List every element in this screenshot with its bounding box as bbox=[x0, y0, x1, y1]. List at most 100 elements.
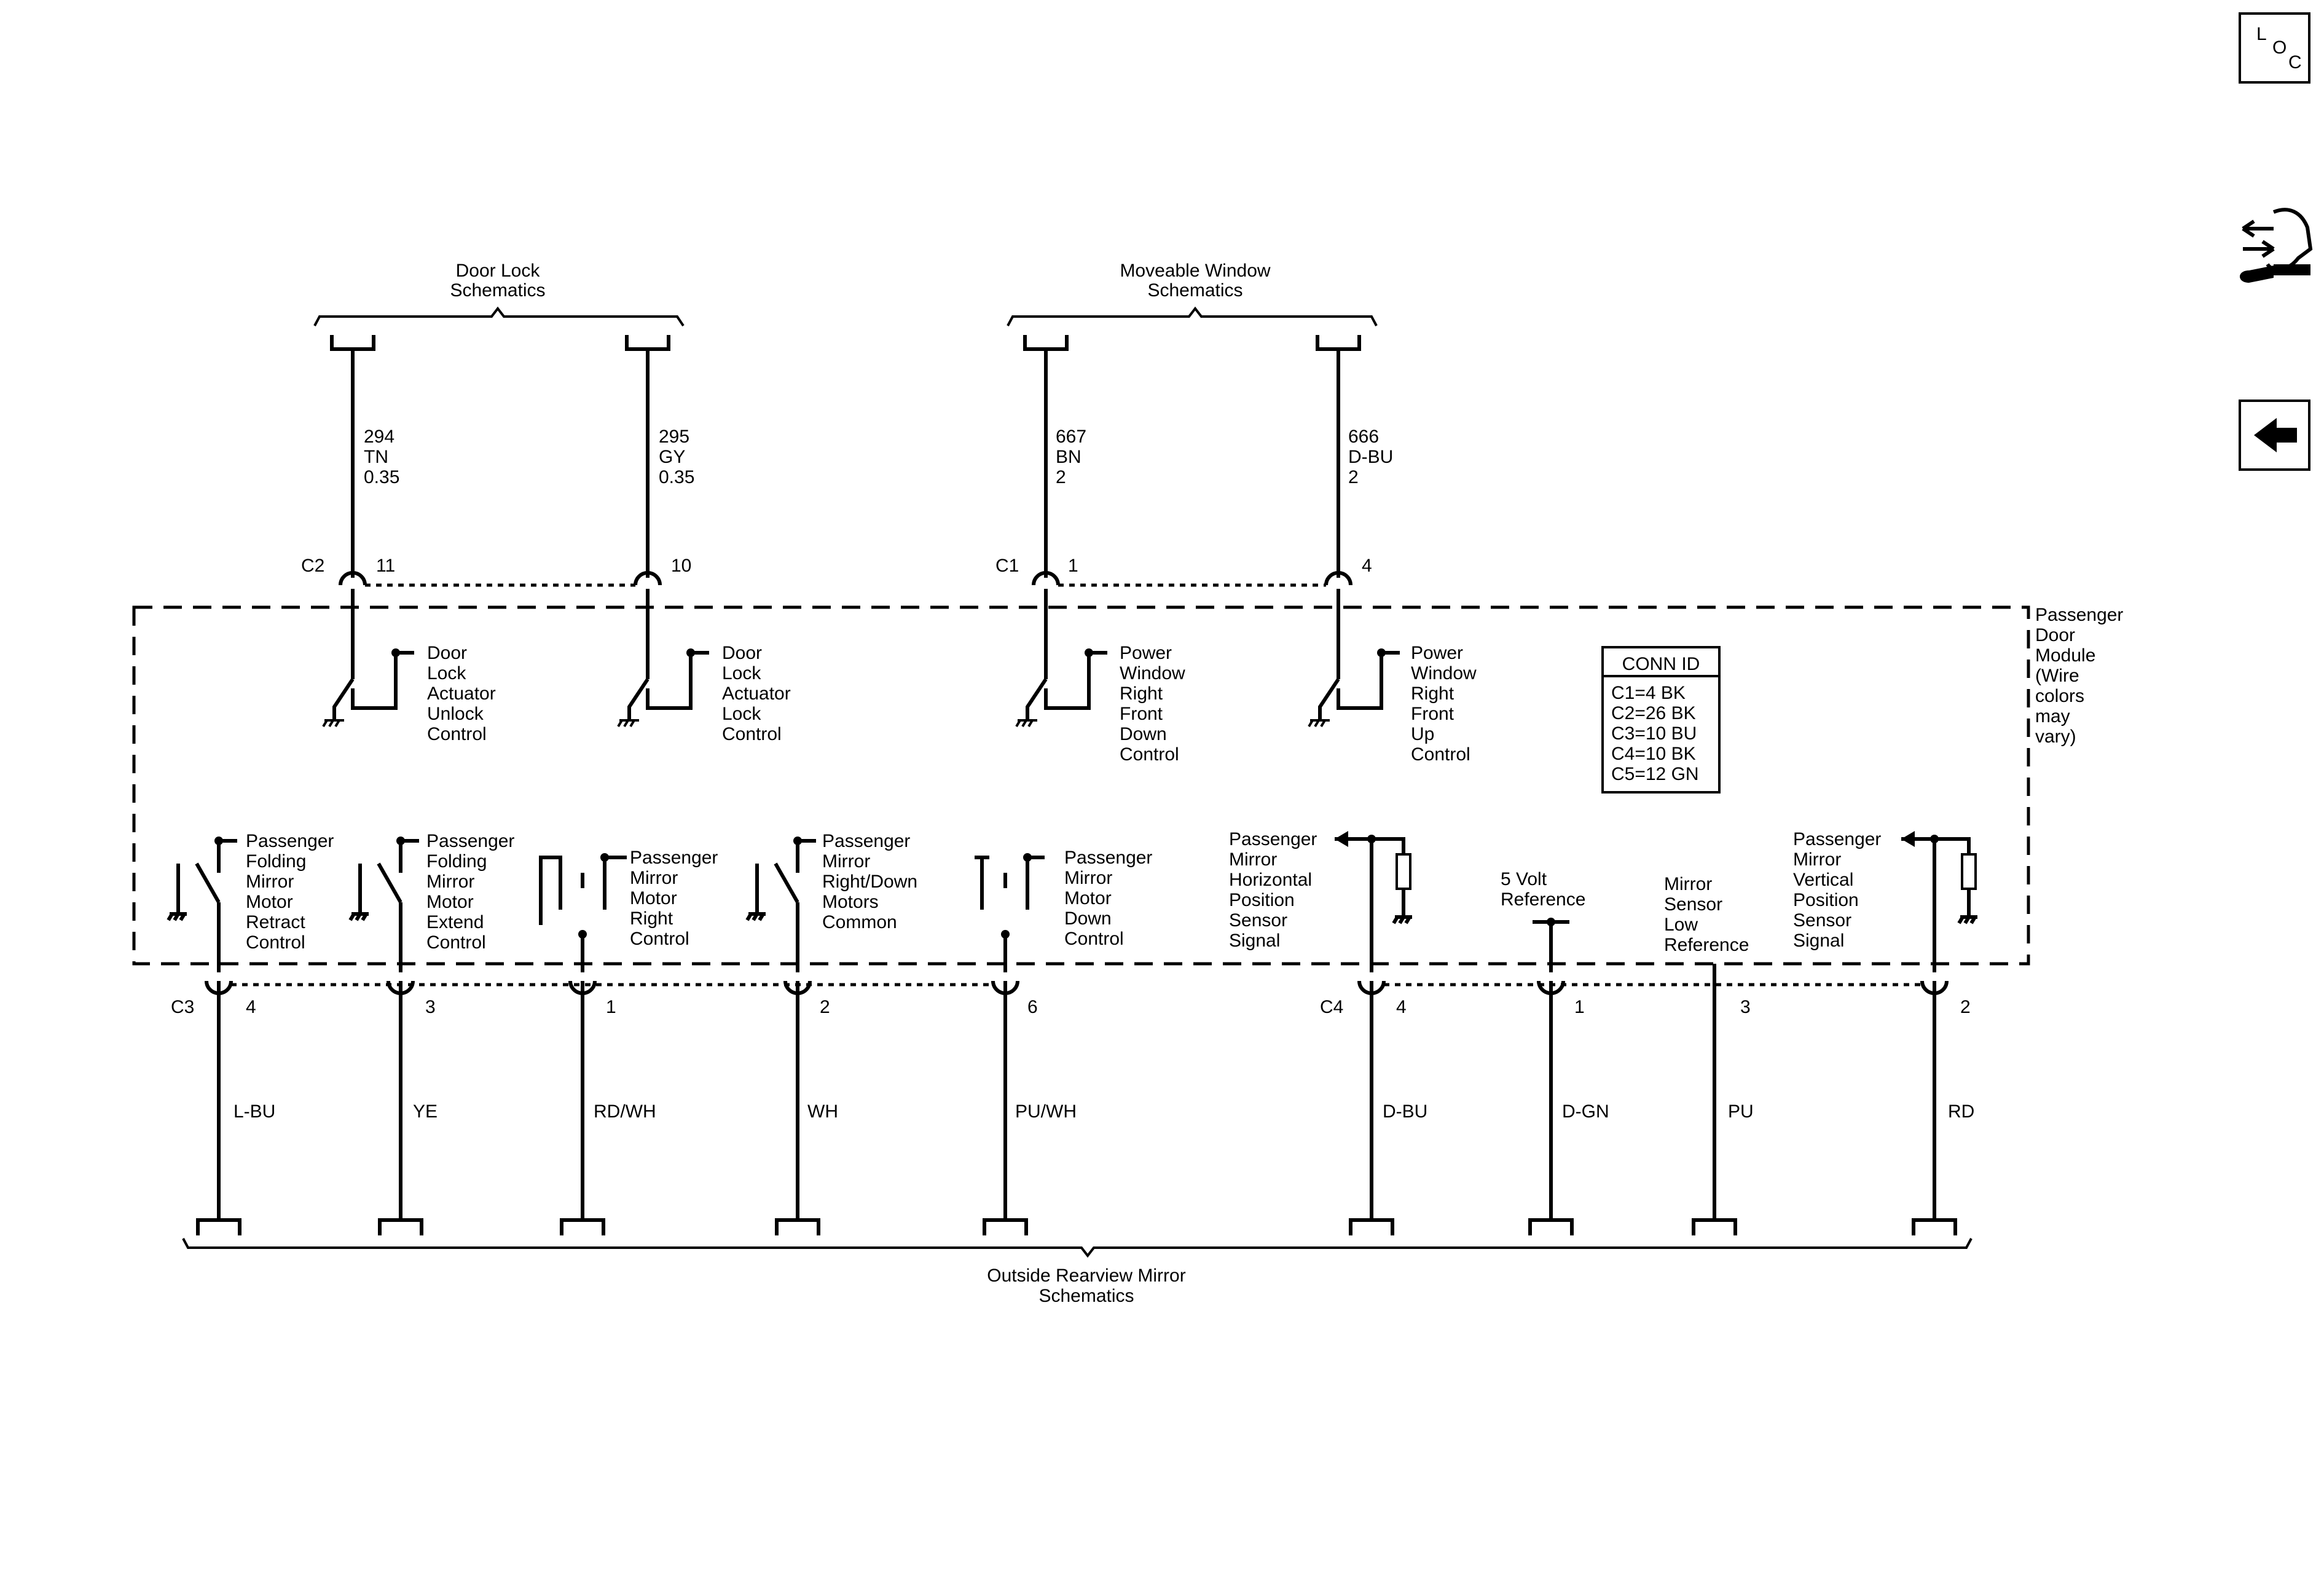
svg-text:Control: Control bbox=[630, 929, 689, 949]
top-wire-666[interactable]: 666 D-BU 2 4 bbox=[1316, 335, 1393, 679]
bottom-wire-d-bu[interactable]: Passenger Mirror Horizontal Position Sen… bbox=[1229, 829, 1427, 1235]
svg-text:Sensor: Sensor bbox=[1793, 910, 1851, 931]
svg-text:Passenger: Passenger bbox=[426, 831, 514, 851]
wire-color: D-BU bbox=[1348, 447, 1393, 467]
svg-text:Passenger: Passenger bbox=[822, 831, 910, 851]
svg-text:Low: Low bbox=[1664, 915, 1698, 935]
svg-text:Down: Down bbox=[1120, 724, 1167, 744]
svg-text:Outside Rearview Mirror: Outside Rearview Mirror bbox=[987, 1266, 1185, 1286]
svg-text:Module: Module bbox=[2035, 645, 2095, 666]
conn-id-row: C2=26 BK bbox=[1611, 703, 1696, 723]
wire-gauge: 0.35 bbox=[659, 467, 694, 487]
pin-number: 1 bbox=[1574, 997, 1585, 1017]
wire-color: RD bbox=[1948, 1101, 1974, 1122]
passenger-door-module-boundary bbox=[132, 605, 2030, 966]
svg-text:Front: Front bbox=[1120, 704, 1163, 724]
circuit-number: 666 bbox=[1348, 427, 1379, 447]
circuit-number: 295 bbox=[659, 427, 689, 447]
svg-text:Passenger: Passenger bbox=[246, 831, 334, 851]
svg-text:Lock: Lock bbox=[427, 663, 466, 683]
svg-text:Control: Control bbox=[1064, 929, 1124, 949]
connector-id: C4 bbox=[1320, 997, 1343, 1017]
svg-text:Door: Door bbox=[722, 643, 762, 663]
pin-number: 3 bbox=[1740, 997, 1751, 1017]
svg-text:Signal: Signal bbox=[1229, 931, 1280, 951]
top-wire-667[interactable]: 667 BN 2 C1 1 bbox=[995, 335, 1086, 679]
loc-letter-l: L bbox=[2256, 24, 2267, 44]
svg-text:Reference: Reference bbox=[1664, 935, 1749, 955]
top-wire-294[interactable]: 294 TN 0.35 C2 11 bbox=[301, 335, 399, 679]
svg-text:Mirror: Mirror bbox=[822, 851, 870, 872]
svg-text:Control: Control bbox=[426, 932, 486, 953]
svg-text:Up: Up bbox=[1411, 724, 1434, 744]
bottom-wire-l-bu[interactable]: Passenger Folding Mirror Motor Retract C… bbox=[167, 831, 334, 1235]
door-lock-schematics-label[interactable]: Door Lock Schematics bbox=[313, 261, 685, 327]
svg-text:Signal: Signal bbox=[1793, 931, 1844, 951]
svg-text:may: may bbox=[2035, 706, 2070, 726]
wrench-arrows-icon[interactable] bbox=[2240, 208, 2313, 283]
wire-color: PU/WH bbox=[1015, 1101, 1077, 1122]
back-arrow-icon[interactable] bbox=[2239, 400, 2310, 471]
svg-text:Passenger: Passenger bbox=[1064, 848, 1152, 868]
svg-text:Position: Position bbox=[1229, 890, 1295, 910]
svg-text:Motor: Motor bbox=[426, 892, 474, 912]
bottom-wire-ye[interactable]: Passenger Folding Mirror Motor Extend Co… bbox=[348, 831, 514, 1235]
svg-text:Passenger: Passenger bbox=[2035, 605, 2123, 625]
loc-letter-c: C bbox=[2288, 52, 2302, 73]
svg-text:Unlock: Unlock bbox=[427, 704, 484, 724]
wire-gauge: 0.35 bbox=[364, 467, 399, 487]
svg-text:Motor: Motor bbox=[1064, 888, 1112, 908]
bottom-wire-rd[interactable]: Passenger Mirror Vertical Position Senso… bbox=[1793, 829, 1977, 1235]
svg-text:Control: Control bbox=[246, 932, 305, 953]
svg-text:Folding: Folding bbox=[246, 851, 306, 872]
svg-text:Common: Common bbox=[822, 912, 897, 932]
svg-text:Right: Right bbox=[1120, 683, 1163, 704]
loc-icon[interactable]: L O C bbox=[2239, 12, 2310, 84]
pin-number: 4 bbox=[1362, 556, 1372, 576]
bottom-wire-rd-wh[interactable]: Passenger Mirror Motor Right Control 1 R… bbox=[539, 848, 718, 1235]
wire-color: L-BU bbox=[234, 1101, 275, 1122]
pin-number: 11 bbox=[376, 556, 395, 576]
bottom-wire-d-gn[interactable]: 5 Volt Reference 1 D-GN bbox=[1501, 869, 1609, 1235]
switch-door-lock-unlock: Door Lock Actuator Unlock Control bbox=[322, 643, 496, 744]
pin-number: 2 bbox=[820, 997, 830, 1017]
svg-text:Right: Right bbox=[630, 908, 673, 929]
connector-id: C2 bbox=[301, 556, 324, 576]
wire-color: D-BU bbox=[1383, 1101, 1427, 1122]
top-wire-295[interactable]: 295 GY 0.35 10 bbox=[625, 335, 694, 679]
pin-number: 10 bbox=[671, 556, 691, 576]
conn-id-row: C1=4 BK bbox=[1611, 683, 1686, 703]
svg-text:Power: Power bbox=[1411, 643, 1463, 663]
svg-text:Front: Front bbox=[1411, 704, 1454, 724]
outside-rearview-mirror-schematics-label[interactable]: Outside Rearview Mirror Schematics bbox=[182, 1238, 1973, 1306]
svg-text:Right: Right bbox=[1411, 683, 1454, 704]
wire-color: YE bbox=[413, 1101, 438, 1122]
bottom-wire-pu[interactable]: Mirror Sensor Low Reference 3 PU bbox=[1664, 874, 1754, 1235]
svg-text:Motor: Motor bbox=[246, 892, 293, 912]
svg-text:Lock: Lock bbox=[722, 704, 761, 724]
svg-text:Schematics: Schematics bbox=[450, 280, 545, 301]
conn-id-table: CONN ID C1=4 BK C2=26 BK C3=10 BU C4=10 … bbox=[1601, 646, 1721, 793]
svg-text:Schematics: Schematics bbox=[1038, 1286, 1134, 1306]
switch-power-window-down: Power Window Right Front Down Control bbox=[1015, 643, 1185, 765]
pin-number: 2 bbox=[1960, 997, 1971, 1017]
wire-color: RD/WH bbox=[594, 1101, 656, 1122]
svg-text:Control: Control bbox=[722, 724, 782, 744]
conn-id-row: C3=10 BU bbox=[1611, 723, 1697, 744]
moveable-window-schematics-label[interactable]: Moveable Window Schematics bbox=[1007, 261, 1378, 326]
pin-number: 4 bbox=[246, 997, 256, 1017]
bottom-wire-wh[interactable]: Passenger Mirror Right/Down Motors Commo… bbox=[745, 831, 917, 1235]
svg-text:Extend: Extend bbox=[426, 912, 484, 932]
svg-text:Actuator: Actuator bbox=[427, 683, 496, 704]
svg-text:Actuator: Actuator bbox=[722, 683, 791, 704]
svg-text:5 Volt: 5 Volt bbox=[1501, 869, 1547, 889]
svg-text:Mirror: Mirror bbox=[246, 872, 294, 892]
bottom-wire-pu-wh[interactable]: Passenger Mirror Motor Down Control 6 PU… bbox=[975, 848, 1152, 1235]
svg-text:Position: Position bbox=[1793, 890, 1859, 910]
conn-id-row: C5=12 GN bbox=[1611, 764, 1699, 784]
svg-text:Folding: Folding bbox=[426, 851, 487, 872]
svg-text:Power: Power bbox=[1120, 643, 1172, 663]
svg-text:Motors: Motors bbox=[822, 892, 879, 912]
loc-letter-o: O bbox=[2272, 37, 2287, 58]
